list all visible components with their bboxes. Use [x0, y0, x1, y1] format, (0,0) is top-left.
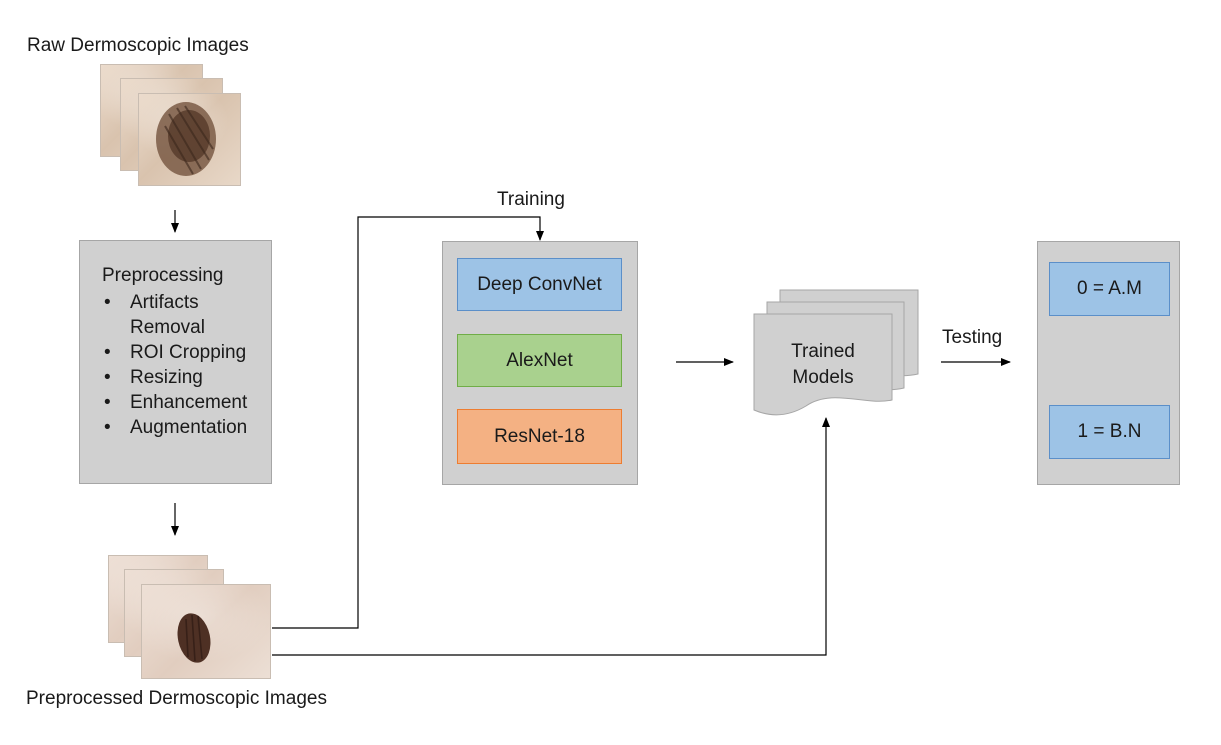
preprocessing-panel: Preprocessing Artifacts Removal ROI Crop… [79, 240, 272, 484]
training-label: Training [497, 189, 565, 210]
arrow-images-to-training [272, 216, 544, 629]
raw-images-label: Raw Dermoscopic Images [27, 35, 249, 56]
output-class-1: 1 = B.N [1049, 405, 1170, 459]
preprocessed-images-label: Preprocessed Dermoscopic Images [26, 688, 327, 709]
arrow-images-to-trained-models [272, 417, 830, 656]
model-deep-convnet: Deep ConvNet [457, 258, 622, 311]
step-artifacts-removal: Artifacts Removal [102, 290, 272, 340]
step-enhancement: Enhancement [102, 390, 272, 415]
lesion-preprocessed-image [177, 613, 211, 663]
preprocessed-image-front [141, 584, 271, 679]
raw-image-front [138, 93, 241, 186]
step-roi-cropping: ROI Cropping [102, 340, 272, 365]
model-alexnet: AlexNet [457, 334, 622, 387]
preprocessing-title: Preprocessing [102, 265, 224, 286]
step-resizing: Resizing [102, 365, 272, 390]
models-panel: Deep ConvNet AlexNet ResNet-18 [442, 241, 638, 485]
step-augmentation: Augmentation [102, 415, 272, 440]
model-resnet-18: ResNet-18 [457, 409, 622, 464]
trained-models-label: Trained Models [791, 341, 855, 388]
outputs-panel: 0 = A.M 1 = B.N [1037, 241, 1180, 485]
preprocessing-steps: Artifacts Removal ROI Cropping Resizing … [102, 290, 272, 440]
lesion-raw-image [156, 102, 216, 176]
trained-models-shape [753, 289, 919, 416]
preprocessed-image-stack [108, 555, 273, 680]
raw-image-stack [100, 64, 245, 189]
output-class-0: 0 = A.M [1049, 262, 1170, 316]
testing-label: Testing [942, 327, 1003, 348]
